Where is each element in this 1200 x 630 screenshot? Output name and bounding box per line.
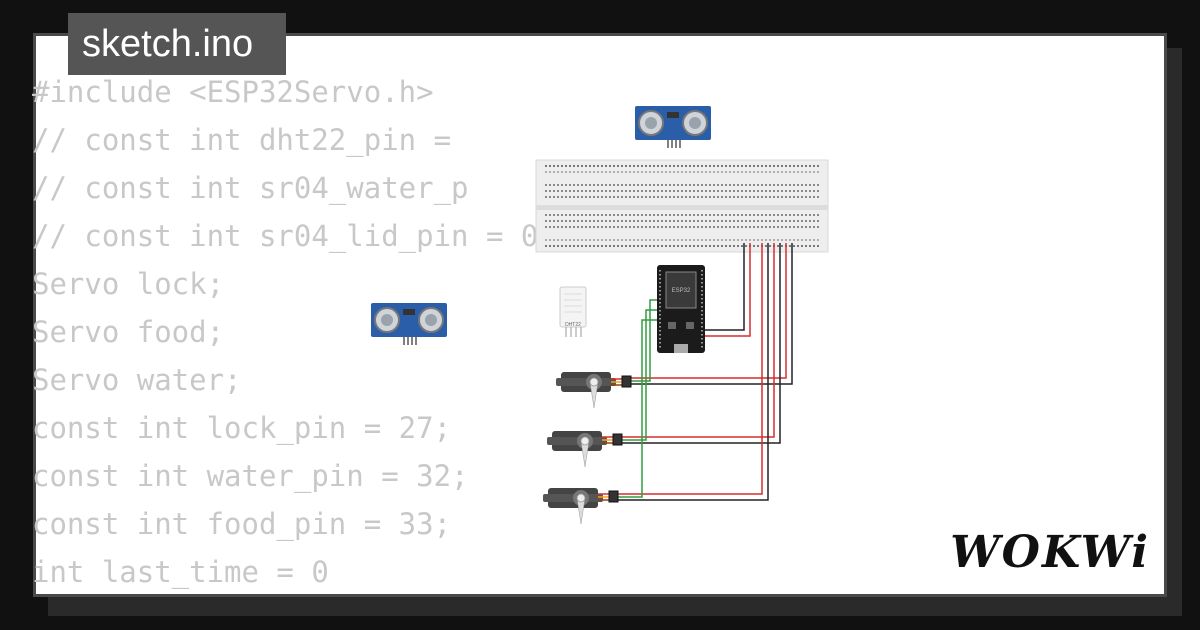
esp32-board: ESP32	[657, 265, 705, 353]
code-line: Servo lock;	[32, 267, 225, 301]
breadboard	[535, 159, 829, 253]
code-line: Servo water;	[32, 363, 242, 397]
code-line: #include <ESP32Servo.h>	[32, 75, 434, 109]
code-line: int last_time = 0	[32, 555, 329, 589]
code-line: // const int sr04_lid_pin = 0;	[32, 219, 556, 253]
dht22-label: DHT22	[565, 322, 581, 328]
file-name-tab: sketch.ino	[68, 13, 286, 75]
wokwi-logo: WOKWi	[950, 527, 1150, 578]
code-line: Servo food;	[32, 315, 225, 349]
ultrasonic-sensor-left	[371, 303, 447, 345]
wires	[618, 243, 793, 501]
esp32-label: ESP32	[672, 288, 691, 294]
code-line: const int water_pin = 32;	[32, 459, 469, 493]
code-preview: #include <ESP32Servo.h> // const int dht2…	[32, 68, 556, 596]
servo-food	[547, 431, 623, 468]
servo-lock	[556, 372, 632, 409]
ultrasonic-sensor-top	[635, 106, 711, 148]
code-line: // const int dht22_pin =	[32, 123, 469, 157]
preview-card	[33, 33, 1167, 597]
code-line: const int lock_pin = 27;	[32, 411, 452, 445]
code-line: // const int sr04_water_p	[32, 171, 469, 205]
code-line: const int food_pin = 33;	[32, 507, 452, 541]
servo-water	[543, 488, 619, 525]
dht22-sensor: DHT22	[559, 286, 587, 337]
